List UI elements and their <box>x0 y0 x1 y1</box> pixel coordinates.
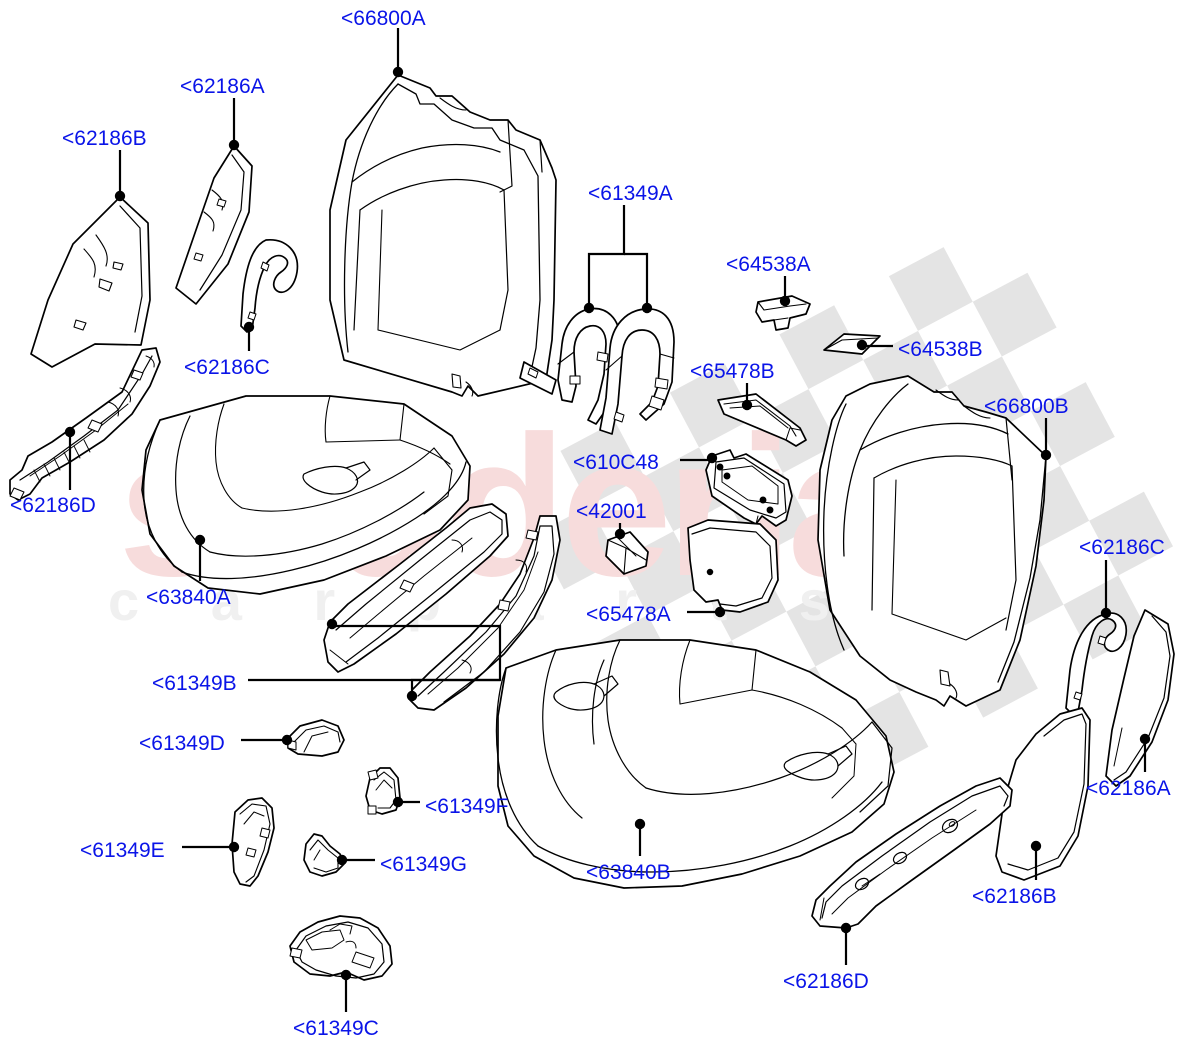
part-62186c-left-shape <box>240 239 299 333</box>
part-label-61349e[interactable]: <61349E <box>80 839 165 862</box>
part-61349b-lower-shape <box>409 515 561 711</box>
part-63840b-shape <box>495 639 895 889</box>
leader-61349b-lower <box>410 678 500 694</box>
part-62186b-left-shape <box>30 196 151 368</box>
part-61349b-upper-shape <box>323 503 509 673</box>
part-label-64538a[interactable]: <64538A <box>726 253 811 276</box>
part-61349a-right-bracket <box>599 308 675 435</box>
part-label-61349a[interactable]: <61349A <box>588 182 673 205</box>
part-61349f-shape <box>365 767 401 815</box>
part-label-61349c[interactable]: <61349C <box>293 1017 379 1040</box>
part-62186a-left-shape <box>175 145 253 305</box>
part-63840a-shape <box>141 395 471 595</box>
part-61349c-shape <box>289 915 393 981</box>
part-65478a-shape <box>687 519 779 613</box>
part-label-62186c-left[interactable]: <62186C <box>184 356 270 379</box>
part-label-62186a-right[interactable]: <62186A <box>1086 777 1171 800</box>
part-610c48-shape <box>705 449 793 527</box>
part-65478b-shape <box>717 393 807 447</box>
part-61349d-shape <box>287 719 345 757</box>
part-66800a-shape <box>329 74 557 397</box>
part-label-63840a[interactable]: <63840A <box>146 586 231 609</box>
part-label-610c48[interactable]: <610C48 <box>573 451 659 474</box>
leader-61349b-upper <box>248 624 502 682</box>
part-label-66800b[interactable]: <66800B <box>984 395 1069 418</box>
part-61349e-shape <box>231 797 275 887</box>
part-42001-shape <box>605 531 649 575</box>
part-label-66800a[interactable]: <66800A <box>341 7 426 30</box>
part-label-61349g[interactable]: <61349G <box>380 853 467 876</box>
part-label-62186c-right[interactable]: <62186C <box>1079 536 1165 559</box>
part-label-61349b[interactable]: <61349B <box>152 672 237 695</box>
part-label-65478a[interactable]: <65478A <box>586 603 671 626</box>
part-label-62186d-left[interactable]: <62186D <box>10 494 96 517</box>
part-64538b-shape <box>823 333 881 355</box>
part-label-62186d-right[interactable]: <62186D <box>783 970 869 993</box>
part-label-63840b[interactable]: <63840B <box>586 861 671 884</box>
part-label-62186b[interactable]: <62186B <box>62 127 147 150</box>
leader-61349a-left <box>587 205 626 306</box>
callout-dots <box>64 66 1151 981</box>
part-label-61349d[interactable]: <61349D <box>139 732 225 755</box>
part-62186d-right-shape <box>811 777 1013 929</box>
part-62186a-right-shape <box>1105 609 1175 787</box>
part-label-62186b-right[interactable]: <62186B <box>972 885 1057 908</box>
part-label-64538b[interactable]: <64538B <box>898 338 983 361</box>
part-label-62186a[interactable]: <62186A <box>180 75 265 98</box>
part-64538a-shape <box>755 295 811 331</box>
leader-61349a-right <box>624 252 649 306</box>
part-66800b-shape <box>817 375 1047 707</box>
part-label-61349f[interactable]: <61349F <box>425 795 509 818</box>
part-label-65478b[interactable]: <65478B <box>690 360 775 383</box>
part-label-42001[interactable]: <42001 <box>576 500 647 523</box>
